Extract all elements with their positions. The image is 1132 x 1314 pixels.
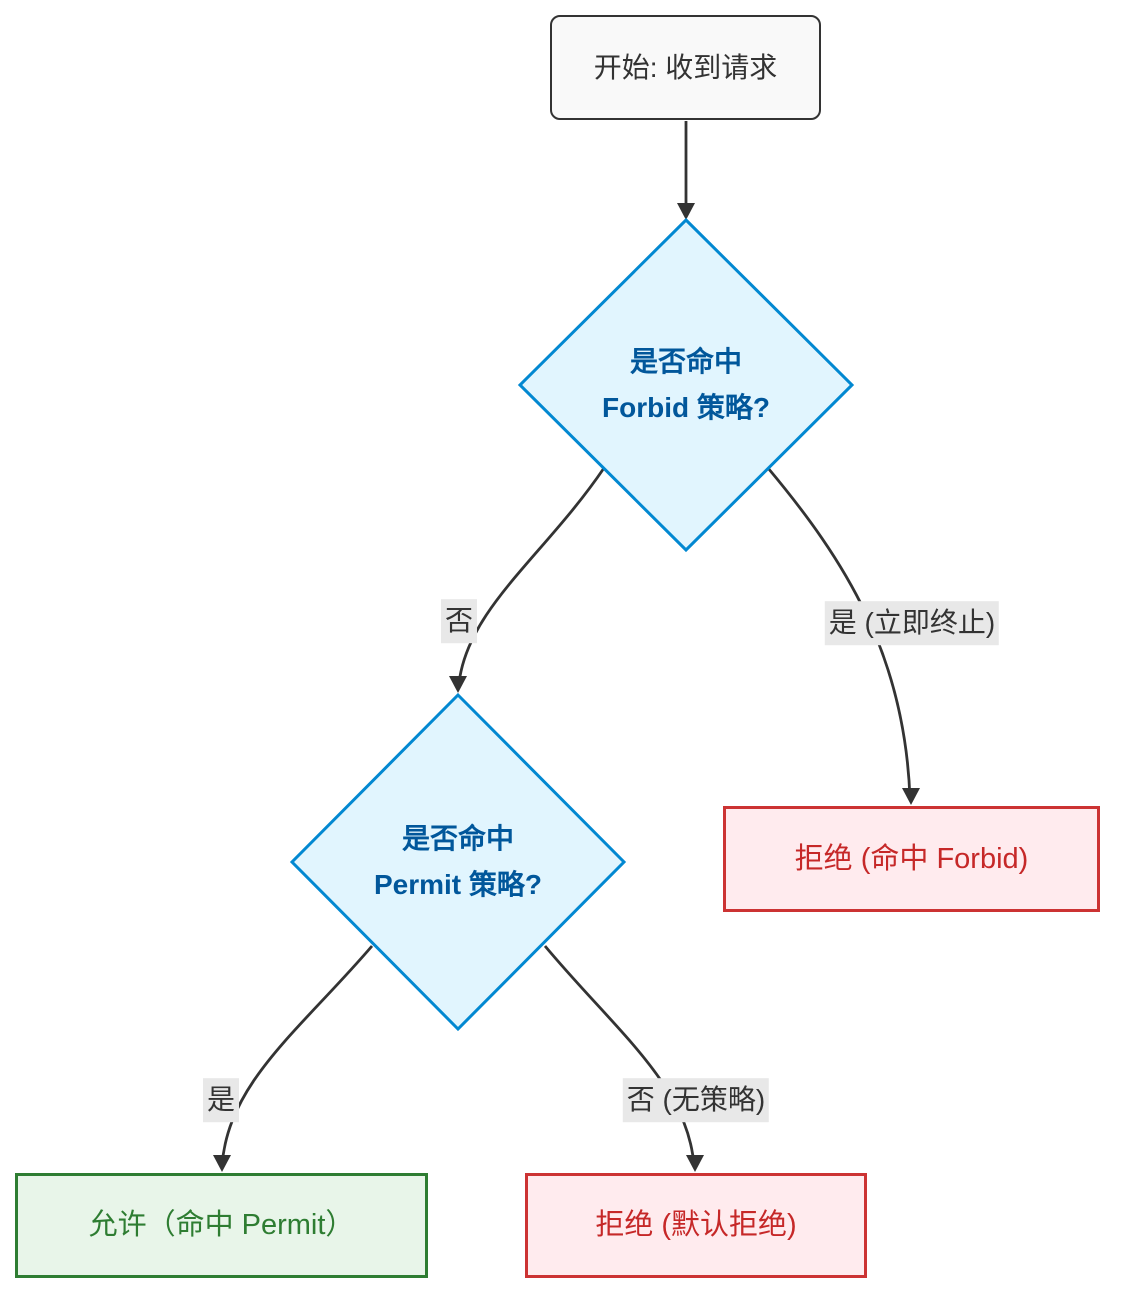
permit-decision-diamond (289, 692, 627, 1032)
start-node-label: 开始: 收到请求 (593, 51, 778, 83)
arrowhead-start-to-forbid (677, 203, 695, 220)
edge-permit-no (543, 945, 696, 1167)
allow-permit-node: 允许（命中 Permit） (15, 1173, 428, 1278)
edge-label-permit-yes: 是 (202, 1078, 240, 1122)
start-node: 开始: 收到请求 (550, 15, 821, 120)
forbid-decision-diamond (517, 217, 855, 553)
deny-default-node: 拒绝 (默认拒绝) (525, 1173, 867, 1278)
edge-label-permit-no: 否 (无策略) (622, 1078, 770, 1122)
edge-permit-yes (220, 945, 374, 1167)
arrowhead-forbid-yes (902, 788, 920, 805)
edge-forbid-no (457, 467, 606, 684)
arrowhead-permit-yes (213, 1155, 231, 1172)
edge-label-forbid-no: 否 (440, 599, 478, 643)
deny-default-node-label: 拒绝 (默认拒绝) (595, 1209, 797, 1242)
deny-forbid-node: 拒绝 (命中 Forbid) (723, 806, 1100, 912)
allow-permit-node-label: 允许（命中 Permit） (88, 1209, 355, 1242)
arrowhead-forbid-no (449, 676, 467, 693)
arrowhead-permit-no (686, 1155, 704, 1172)
deny-forbid-node-label: 拒绝 (命中 Forbid) (794, 842, 1029, 875)
edge-label-forbid-yes: 是 (立即终止) (824, 601, 1000, 645)
